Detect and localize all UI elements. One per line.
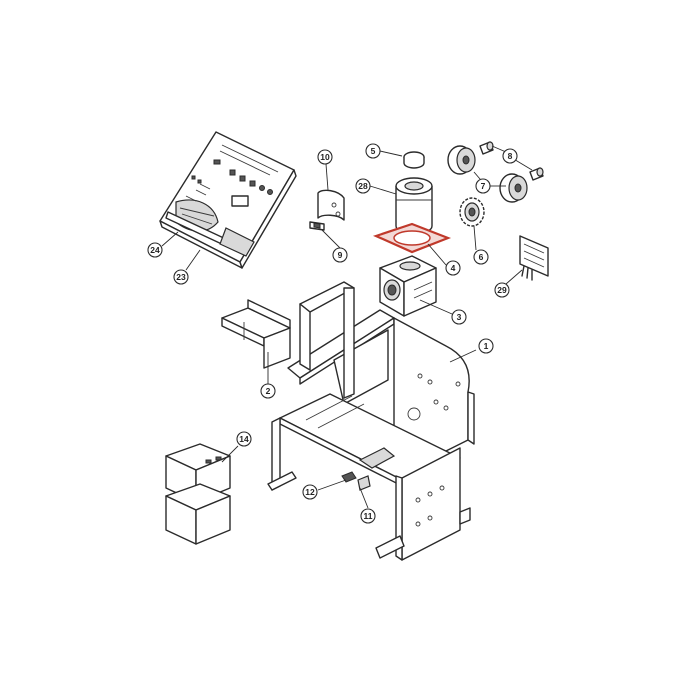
callout-24: 24 [147,242,163,258]
callout-28: 28 [355,178,371,194]
callout-6: 6 [473,249,489,265]
callout-label: 1 [484,341,489,351]
callout-11: 11 [360,508,376,524]
callout-3: 3 [451,309,467,325]
pulley-lower [499,173,528,203]
motor-gasket [372,222,452,254]
motor-bracket [309,189,345,231]
callout-label: 6 [479,252,484,262]
callout-label: 11 [364,511,373,521]
callout-label: 7 [481,181,486,191]
callout-label: 4 [451,263,456,273]
callout-9: 9 [332,247,348,263]
callout-12: 12 [302,484,318,500]
callout-label: 5 [371,146,376,156]
callout-4: 4 [445,260,461,276]
callout-14: 14 [236,431,252,447]
sprocket [459,197,485,227]
callout-7: 7 [475,178,491,194]
mounting-bracket [221,299,291,369]
gearbox [379,255,437,317]
drive-motor [395,177,433,235]
callout-label: 9 [338,250,343,260]
callout-label: 2 [266,386,271,396]
callout-29: 29 [494,282,510,298]
callout-label: 12 [305,487,315,497]
callout-label: 14 [239,434,249,444]
callout-label: 24 [150,245,160,255]
bushing-lower [529,167,544,181]
callout-1: 1 [478,338,494,354]
callout-label: 10 [320,152,330,162]
bushing-upper [479,141,494,155]
battery-pack [165,443,231,545]
callout-10: 10 [317,149,333,165]
control-board [159,131,297,269]
end-cap [403,151,425,169]
callout-23: 23 [173,269,189,285]
callout-label: 3 [457,312,462,322]
callout-label: 28 [358,181,368,191]
pulley-upper [447,145,476,175]
callout-8: 8 [502,148,518,164]
callout-5: 5 [365,143,381,159]
callout-label: 29 [497,285,507,295]
callout-label: 23 [176,272,186,282]
main-frame [267,281,475,561]
callout-2: 2 [260,383,276,399]
terminal-connector [519,235,549,281]
callout-label: 8 [508,151,513,161]
